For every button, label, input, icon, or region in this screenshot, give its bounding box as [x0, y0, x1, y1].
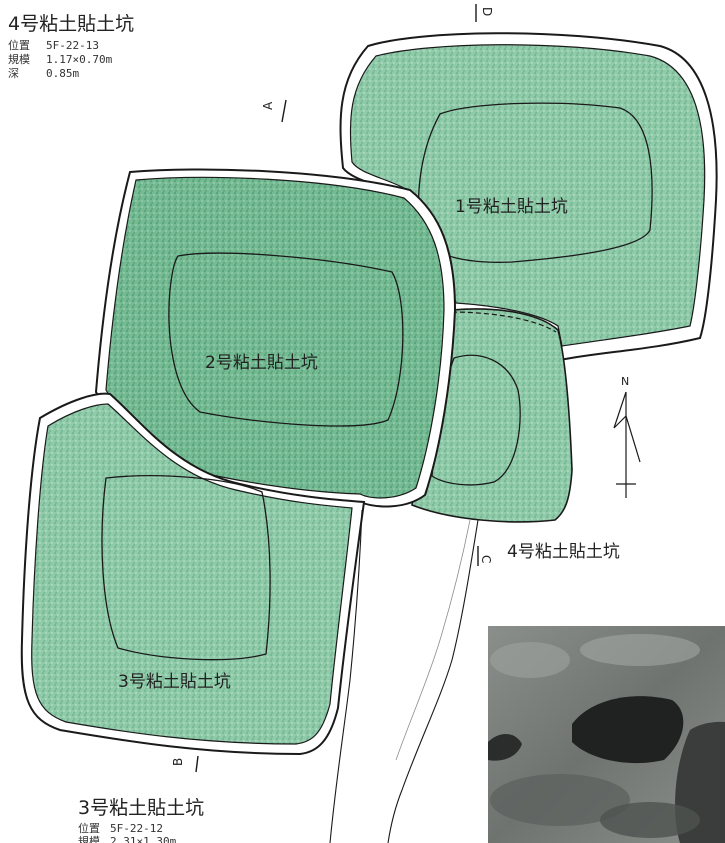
header-row-value: 5F-22-13	[46, 39, 99, 52]
pit-4-dashed-edge	[451, 311, 557, 333]
contour-line	[329, 509, 363, 843]
footer-row-value: 2.31×1.30m	[110, 835, 177, 843]
section-markers: D A C B	[171, 4, 494, 773]
header-row-label: 規模	[8, 52, 30, 66]
pit-3-clay-lining	[31, 403, 353, 745]
site-photo	[488, 626, 725, 843]
pit-3-inner-edge	[101, 475, 271, 661]
pit-2-clay-lining	[105, 176, 445, 499]
section-tick-b	[195, 755, 199, 773]
header-row-label: 深	[8, 67, 19, 80]
section-tick-a	[281, 99, 287, 123]
pit-1-clay-lining	[349, 44, 706, 347]
pit-2-label: 2号粘土貼土坑	[205, 353, 318, 373]
ground-contours	[329, 509, 479, 843]
north-label: N	[621, 375, 629, 388]
header-row-value: 1.17×0.70m	[46, 53, 113, 66]
footer-info-block: 3号粘土貼土坑 位置 5F-22-12 規模 2.31×1.30m	[78, 797, 204, 843]
header-row-label: 位置	[8, 38, 30, 52]
header-row-value: 0.85m	[46, 67, 79, 80]
section-label-a: A	[261, 101, 275, 110]
pit-3-label: 3号粘土貼土坑	[118, 672, 231, 692]
contour-line	[395, 519, 471, 761]
pit-1	[339, 32, 718, 362]
pit-2	[94, 168, 457, 508]
section-label-b: B	[171, 758, 185, 766]
contour-line	[387, 519, 479, 843]
header-info-block: 4号粘土貼土坑 位置 5F-22-13 規模 1.17×0.70m 深 0.85…	[8, 13, 134, 80]
section-label-d: D	[480, 7, 494, 16]
section-label-c: C	[479, 555, 493, 563]
pit-3	[20, 392, 366, 756]
footer-row-label: 規模	[78, 834, 100, 843]
pit-4-label: 4号粘土貼土坑	[507, 542, 620, 562]
header-title: 4号粘土貼土坑	[8, 13, 134, 35]
footer-row-label: 位置	[78, 821, 100, 835]
north-arrow: N	[613, 375, 641, 498]
footer-row-value: 5F-22-12	[110, 822, 163, 835]
pit-1-label: 1号粘土貼土坑	[455, 197, 568, 217]
pit-2-inner-edge	[168, 252, 404, 427]
footer-title: 3号粘土貼土坑	[78, 797, 204, 819]
